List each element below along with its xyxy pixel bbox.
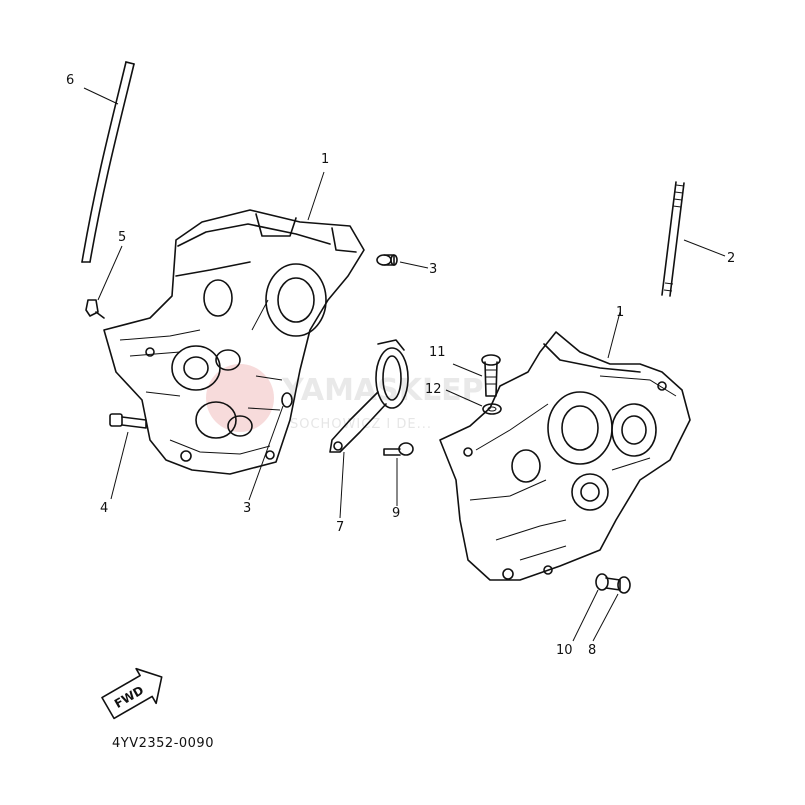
callout-5: 5 [118,230,126,245]
callout-3-upper: 3 [429,262,437,277]
part-2-stud-bolt [661,181,685,297]
callout-12: 12 [425,382,442,397]
part-11-bolt [481,354,501,397]
watermark-logo [206,364,274,432]
part-5-screw [85,299,105,319]
callout-9: 8 [588,643,596,658]
part-8-bolt [383,442,414,456]
fwd-label: FWD [112,683,146,711]
left-crankcase [103,209,365,475]
callout-7: 7 [336,520,344,535]
callout-6: 6 [66,73,74,88]
callout-8: 9 [392,506,400,521]
drawing-code: 4YV2352-0090 [112,736,214,751]
part-9-10-bolt-washer [595,573,631,594]
callout-2: 2 [727,251,735,266]
part-6-hose [81,61,135,263]
part-12-washer [482,403,502,415]
callout-3-lower: 3 [243,501,251,516]
callout-10: 10 [556,643,573,658]
part-7-bracket [329,339,409,453]
right-crankcase [439,331,691,581]
callout-1-left: 1 [321,152,329,167]
watermark: YAMASKLEP SOCHOWICZ I DE... [206,364,484,432]
callout-labels: 6 1 5 2 3 1 11 12 4 3 9 7 10 8 [66,73,735,658]
part-4-bolt [109,413,147,429]
callout-1-right: 1 [616,305,624,320]
callout-11: 11 [429,345,446,360]
part-3-dowel-pin-upper [376,254,398,266]
watermark-subtext: SOCHOWICZ I DE... [290,417,432,432]
forward-direction-arrow: FWD [101,667,163,720]
leader-lines [83,87,726,642]
part-3-dowel-pin-lower [281,392,293,408]
callout-4: 4 [100,501,108,516]
